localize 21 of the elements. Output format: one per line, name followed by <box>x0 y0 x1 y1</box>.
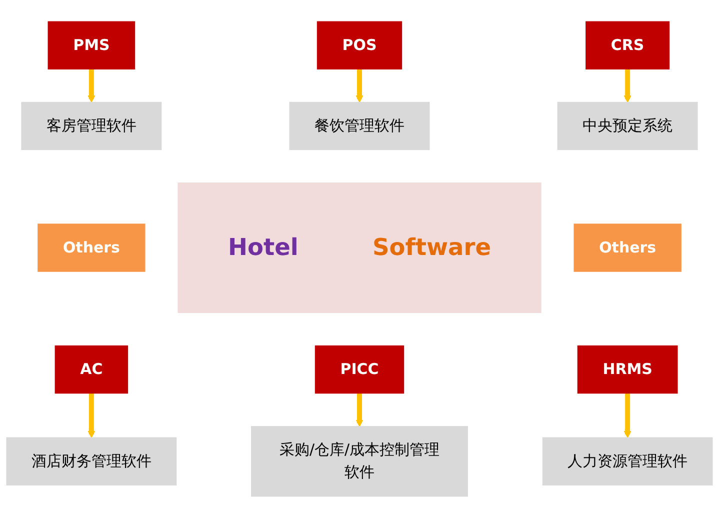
node-box: Others <box>38 224 146 272</box>
node-box: 采购/仓库/成本控制管理软件 <box>251 426 468 497</box>
node-box: HRMS <box>577 345 678 394</box>
arrow <box>356 69 364 103</box>
arrow <box>88 393 96 438</box>
node-box: PMS <box>48 21 136 70</box>
node-box: 人力资源管理软件 <box>542 437 713 486</box>
node-box: Hotel Software <box>178 182 542 314</box>
node-box: PICC <box>314 345 404 394</box>
node-box: CRS <box>586 21 670 70</box>
node-box: 餐饮管理软件 <box>289 102 430 150</box>
node-box: 客房管理软件 <box>21 102 162 150</box>
node-box: AC <box>54 345 128 394</box>
node-box: 中央预定系统 <box>557 102 698 150</box>
arrow <box>356 393 364 427</box>
arrow <box>88 69 96 103</box>
node-box: Others <box>574 224 682 272</box>
node-box: 酒店财务管理软件 <box>6 437 177 486</box>
node-box: POS <box>316 21 402 70</box>
arrow <box>624 393 632 438</box>
arrow <box>624 69 632 103</box>
